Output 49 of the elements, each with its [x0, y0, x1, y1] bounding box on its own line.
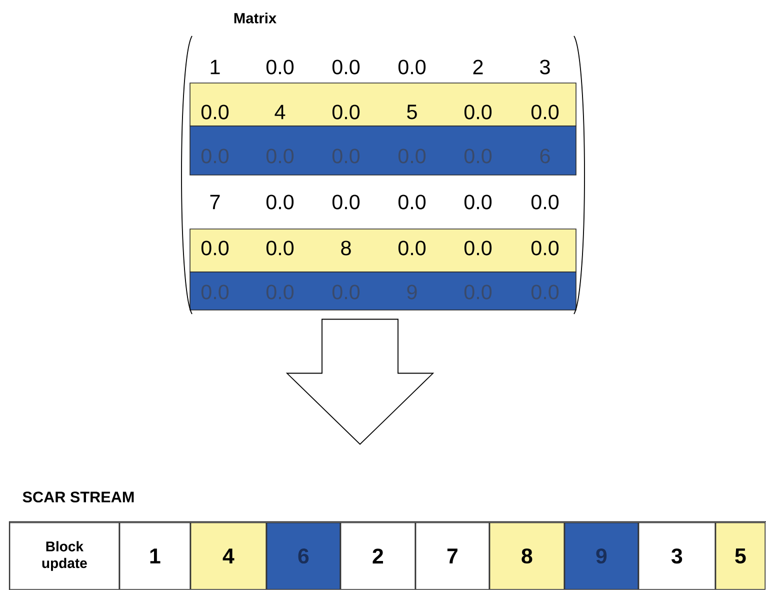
- matrix-cell: 2: [473, 60, 483, 74]
- stream-cell: 7: [415, 522, 490, 590]
- matrix-cell: 0.0: [464, 148, 492, 164]
- matrix-cell: 0.0: [332, 104, 360, 120]
- block-arrow: [286, 318, 434, 445]
- matrix-cell: 0.0: [398, 194, 426, 210]
- matrix-cell: 0.0: [332, 194, 360, 210]
- stream-cell: Block update: [9, 522, 120, 590]
- stream-cell: 1: [119, 522, 190, 590]
- matrix-cell: 0.0: [201, 148, 229, 164]
- matrix-cell: 0.0: [398, 60, 426, 74]
- matrix-cell: 0.0: [464, 240, 492, 256]
- stream-cell: 3: [638, 522, 716, 590]
- stream-title: SCAR STREAM: [22, 492, 134, 502]
- matrix-cell: 0.0: [464, 104, 492, 120]
- matrix-cell: 3: [540, 60, 550, 74]
- matrix-cell: 0.0: [266, 60, 294, 74]
- matrix-cell: 5: [407, 104, 417, 120]
- stream-cell: 9: [564, 522, 638, 590]
- matrix-cell: 0.0: [332, 148, 360, 164]
- matrix-cell: 0.0: [464, 194, 492, 210]
- matrix-cell: 9: [407, 284, 417, 300]
- matrix-cell: 0.0: [531, 284, 559, 300]
- matrix-cell: 0.0: [332, 284, 360, 300]
- matrix-cell: 0.0: [464, 284, 492, 300]
- matrix-cell: 0.0: [266, 240, 294, 256]
- matrix-cell: 0.0: [332, 60, 360, 74]
- matrix-title: Matrix: [234, 12, 276, 24]
- matrix-cell: 0.0: [398, 148, 426, 164]
- matrix-cell: 1: [210, 60, 220, 74]
- matrix-cell: 0.0: [201, 240, 229, 256]
- matrix-cell: 0.0: [531, 194, 559, 210]
- matrix-cell: 0.0: [201, 104, 229, 120]
- matrix-cell: 0.0: [266, 194, 294, 210]
- matrix-cell: 8: [341, 240, 351, 256]
- stream-cell: 5: [715, 522, 766, 590]
- matrix-cell: 0.0: [531, 240, 559, 256]
- stream-cell: 6: [266, 522, 340, 590]
- matrix-cell: 0.0: [266, 148, 294, 164]
- stream-cell: 2: [340, 522, 416, 590]
- matrix-cell: 0.0: [398, 240, 426, 256]
- matrix-cell: 4: [274, 104, 286, 120]
- matrix-cell: 7: [210, 194, 220, 210]
- matrix-cell: 0.0: [201, 284, 229, 300]
- stream-cell: 8: [489, 522, 564, 590]
- matrix-cell: 0.0: [266, 284, 294, 300]
- matrix-cell: 6: [540, 148, 550, 164]
- stream-cell: 4: [190, 522, 266, 590]
- matrix-cell: 0.0: [531, 104, 559, 120]
